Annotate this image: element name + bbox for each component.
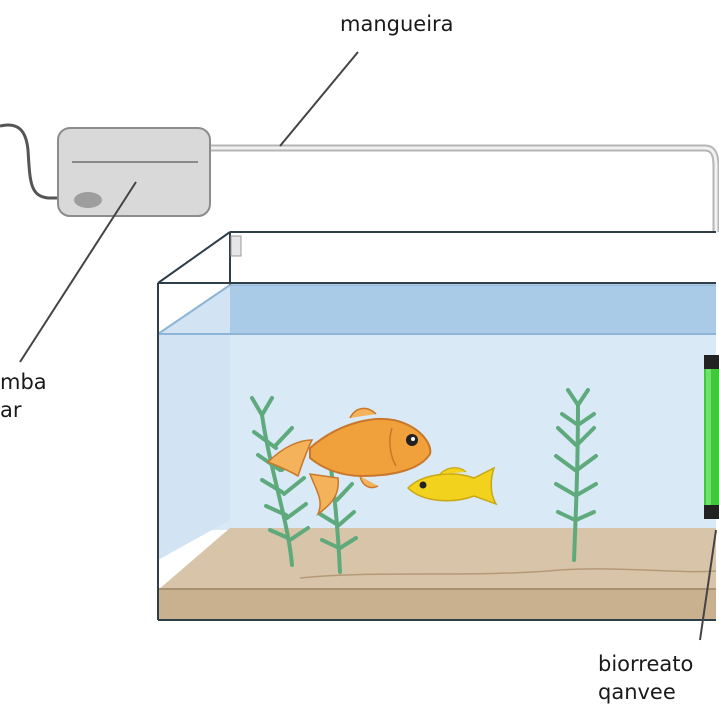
power-cord <box>0 123 60 200</box>
air-pump-icon <box>57 127 211 217</box>
bioreactor-leader-line <box>699 529 717 641</box>
bioreactor-label-line1: biorreato <box>598 652 694 676</box>
pump-label-line1: mba <box>0 370 47 394</box>
goldfish-icon <box>266 407 432 517</box>
hose-clip <box>230 235 242 257</box>
bioreactor-icon <box>704 355 719 519</box>
air-hose <box>210 144 719 232</box>
pump-leader-line <box>19 181 137 363</box>
hose-leader-line <box>279 51 359 147</box>
water <box>157 284 716 560</box>
hose-label: mangueira <box>340 12 454 36</box>
pump-label-line2: ar <box>0 398 22 422</box>
yellow-fish-icon <box>406 466 498 506</box>
gravel-bed <box>158 528 717 620</box>
aquarium-tank-front <box>157 282 716 621</box>
bioreactor-label-line2: qanvee <box>598 680 676 704</box>
